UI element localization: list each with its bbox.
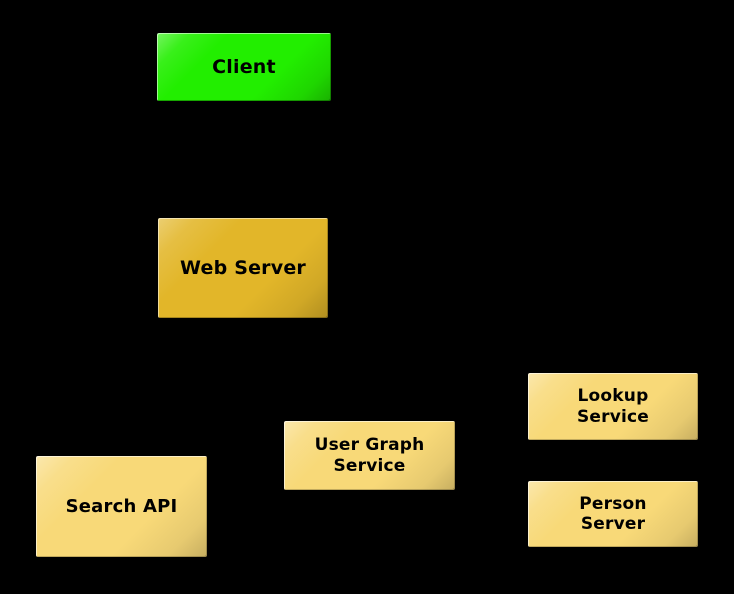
node-label-person-server: Person Server — [579, 493, 647, 534]
node-person-server[interactable]: Person Server — [528, 481, 698, 547]
node-label-user-graph-service: User Graph Service — [314, 435, 425, 476]
node-label-web-server: Web Server — [180, 256, 306, 279]
node-user-graph-service[interactable]: User Graph Service — [284, 421, 455, 490]
node-client[interactable]: Client — [157, 33, 331, 101]
node-label-client: Client — [212, 55, 276, 78]
node-label-lookup-service: Lookup Service — [576, 386, 650, 427]
node-web-server[interactable]: Web Server — [158, 218, 328, 318]
node-label-search-api: Search API — [65, 495, 178, 517]
node-search-api[interactable]: Search API — [36, 456, 207, 557]
node-lookup-service[interactable]: Lookup Service — [528, 373, 698, 440]
